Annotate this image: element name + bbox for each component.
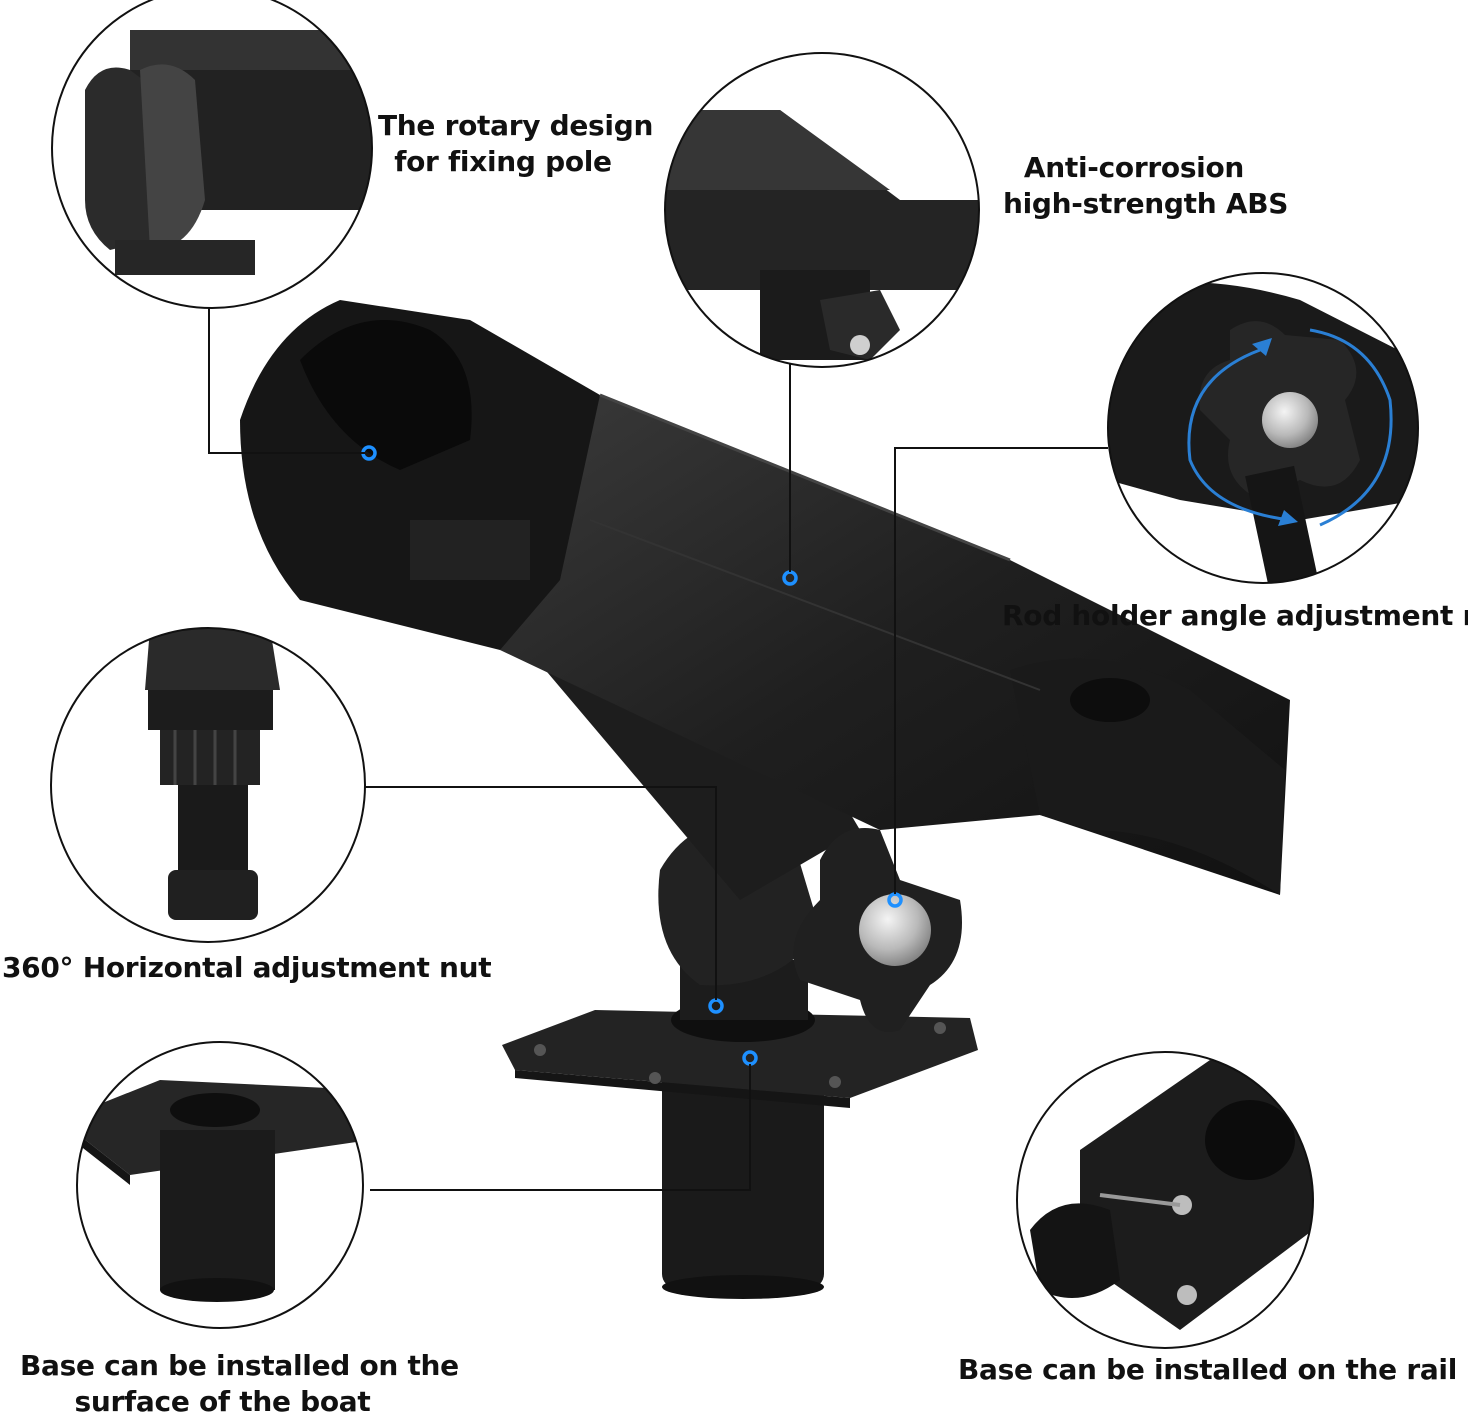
caption-surface-line2: surface of the boat <box>74 1385 371 1417</box>
caption-abs-line1: Anti-corrosion <box>1023 151 1245 184</box>
detail-circle-surface-base <box>76 1041 364 1329</box>
caption-angle-text: Rod holder angle adjustment nut <box>1002 599 1468 632</box>
caption-horizontal-adjustment-nut: 360° Horizontal adjustment nut <box>2 950 492 986</box>
detail-circle-horizontal-nut <box>50 627 366 943</box>
detail-circle-rotary <box>51 0 373 309</box>
detail-circle-abs <box>664 52 980 368</box>
caption-rotary-line1: The rotary design <box>378 109 654 142</box>
caption-surface-base: Base can be installed on the surface of … <box>20 1348 459 1417</box>
caption-horizontal-text: 360° Horizontal adjustment nut <box>2 951 492 984</box>
rotation-arrow-icon <box>1252 338 1272 356</box>
leader-lines <box>208 305 1108 1191</box>
caption-anti-corrosion: Anti-corrosion high-strength ABS <box>1003 150 1289 222</box>
caption-rail-text: Base can be installed on the rail <box>958 1353 1458 1386</box>
caption-surface-line1: Base can be installed on the <box>20 1349 459 1382</box>
caption-rail-base: Base can be installed on the rail <box>958 1352 1457 1388</box>
detail-circle-rail-base <box>1016 1051 1314 1349</box>
caption-rotary-line2: for fixing pole <box>394 145 612 178</box>
detail-circle-angle-nut <box>1107 272 1419 584</box>
caption-abs-line2: high-strength ABS <box>1003 187 1289 220</box>
caption-angle-adjustment-nut: Rod holder angle adjustment nut <box>1002 598 1468 634</box>
caption-rotary-design: The rotary design for fixing pole <box>378 108 654 180</box>
